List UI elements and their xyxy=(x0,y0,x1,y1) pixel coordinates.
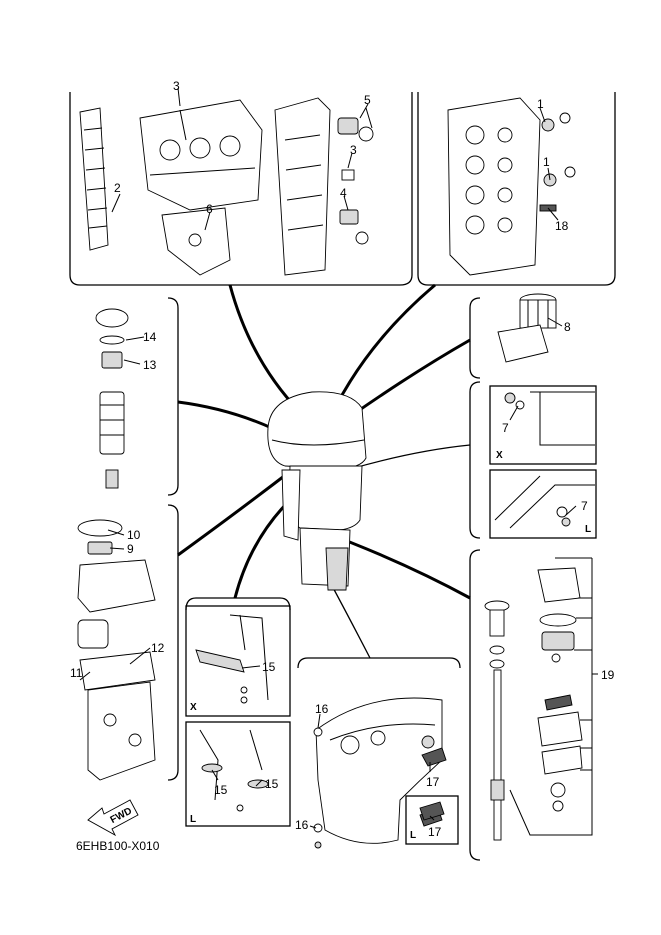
view-tags: X L X L L xyxy=(190,450,591,841)
callout-9: 9 xyxy=(127,542,134,556)
callout-16a: 16 xyxy=(315,702,329,716)
engine-l-inset xyxy=(489,469,597,539)
diagram-code: 6EHB100-X010 xyxy=(76,839,160,853)
view-tag-l-anode: L xyxy=(190,814,196,825)
callout-8: 8 xyxy=(564,320,571,334)
intake-manifold-gasket xyxy=(79,107,109,251)
view-tag-l-engine: L xyxy=(585,524,591,535)
callout-4: 4 xyxy=(340,186,347,200)
water-pump-assembly xyxy=(537,567,583,812)
right-middle-bracket xyxy=(469,381,481,539)
callout-10: 10 xyxy=(127,528,141,542)
part-19-bracket xyxy=(509,557,593,836)
callout-1b: 1 xyxy=(543,155,550,169)
top-left-panel xyxy=(69,92,413,286)
callout-16b: 16 xyxy=(295,818,309,832)
fwd-arrow-icon: FWD xyxy=(87,799,139,837)
callout-1a: 1 xyxy=(537,97,544,111)
callout-12: 12 xyxy=(151,641,165,655)
cylinder-head xyxy=(447,97,541,276)
callout-15c: 15 xyxy=(265,777,279,791)
callout-19: 19 xyxy=(601,668,615,682)
callout-3a: 3 xyxy=(173,79,180,93)
thermostat-parts xyxy=(337,117,374,245)
anode-x-inset xyxy=(185,605,291,717)
view-tag-x-engine: X xyxy=(496,450,503,461)
callout-18: 18 xyxy=(555,219,569,233)
leader-lines xyxy=(79,87,598,829)
callout-11: 11 xyxy=(70,666,83,680)
left-lower-bracket xyxy=(167,504,179,781)
callout-7b: 7 xyxy=(581,499,588,513)
fuel-filter-assembly xyxy=(95,308,129,489)
callout-17a: 17 xyxy=(426,775,440,789)
left-upper-bracket xyxy=(167,297,179,496)
callout-15a: 15 xyxy=(262,660,276,674)
callout-14: 14 xyxy=(143,330,157,344)
lower-unit-casing xyxy=(315,697,443,844)
lower-bolts xyxy=(313,727,323,849)
callout-numbers: 1 1 2 3 3 4 5 6 7 7 8 9 10 11 12 13 14 1… xyxy=(70,79,615,839)
callout-6: 6 xyxy=(206,202,213,216)
callout-5: 5 xyxy=(364,93,371,107)
outboard-motor xyxy=(267,391,367,591)
callout-7a: 7 xyxy=(502,421,509,435)
callout-13: 13 xyxy=(143,358,157,372)
anode-l-inset xyxy=(185,721,291,827)
exhaust-cover xyxy=(274,97,331,276)
right-top-bracket xyxy=(469,297,481,379)
engine-x-drain-bolt xyxy=(504,391,595,446)
callout-3b: 3 xyxy=(350,143,357,157)
right-bottom-bracket xyxy=(469,549,481,861)
callout-2: 2 xyxy=(114,181,121,195)
oil-pump-cover xyxy=(161,207,231,276)
cylinder-block-upper xyxy=(139,99,263,211)
callout-15b: 15 xyxy=(214,783,228,797)
oil-filter xyxy=(497,293,557,363)
top-right-panel xyxy=(417,92,616,286)
view-tag-x-anode: X xyxy=(190,702,197,713)
callout-17b: 17 xyxy=(428,825,442,839)
vapor-separator-assembly xyxy=(77,519,156,781)
anode-l-part xyxy=(199,729,269,812)
lower-l-anode xyxy=(419,801,445,821)
engine-l-drain-bolt xyxy=(494,475,595,529)
engine-x-inset xyxy=(489,385,597,465)
drive-shaft xyxy=(484,600,510,841)
anode-bracket xyxy=(185,597,291,611)
lower-center-bracket xyxy=(297,657,461,669)
view-tag-l-lower: L xyxy=(410,830,416,841)
lower-l-inset xyxy=(405,795,459,845)
anode-x-part xyxy=(195,614,269,704)
